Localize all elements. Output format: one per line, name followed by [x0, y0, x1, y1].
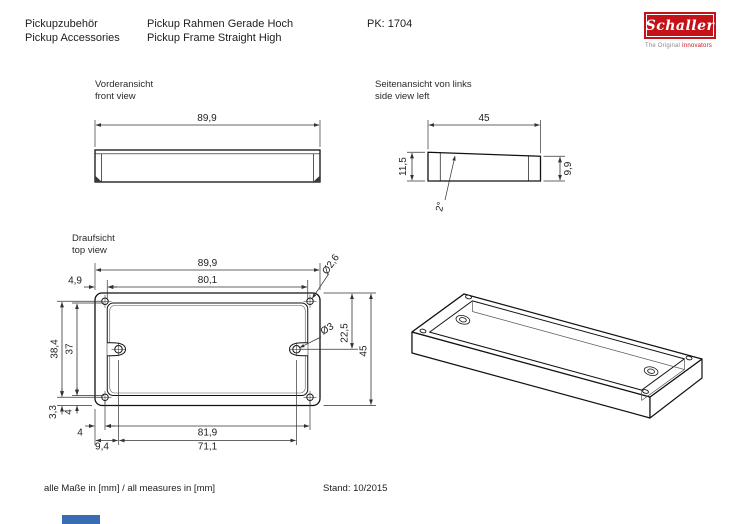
dim-corner-hole-spacing-h-text: 81,9: [198, 428, 218, 439]
dim-corner-hole-spacing-v-text: 38,4: [50, 339, 61, 359]
side-dim-height-left-text: 11,5: [398, 157, 409, 176]
category-en: Pickup Accessories: [25, 32, 120, 44]
category-de: Pickupzubehör: [25, 18, 98, 30]
dim-screw-hole-spacing-text: 71,1: [198, 442, 218, 453]
dim-opening-length-text: 80,1: [198, 275, 218, 286]
side-dim-angle-text: 2°: [434, 201, 447, 213]
corner-hole-dia-leader: [312, 273, 330, 299]
measures-note: alle Maße in [mm] / all measures in [mm]: [44, 483, 216, 494]
iso-cavity-walls: [472, 300, 686, 401]
dim-corner-hole-dia-text: Ø2,6: [320, 252, 342, 276]
front-foot-left: [95, 175, 102, 182]
front-view-drawing: 89,9: [94, 113, 321, 183]
side-dim-height-right-text: 9,9: [563, 161, 574, 175]
top-view-drawing: 89,9 80,1 4,9 Ø2,6 Ø3 22,5 45 38,4 3,3 3…: [48, 252, 376, 453]
dim-corner-hole-offset-bottom-text: 3,3: [48, 405, 59, 419]
top-view-label: Draufsicht top view: [72, 233, 115, 256]
logo-frame: Schaller: [646, 14, 714, 37]
title-de: Pickup Rahmen Gerade Hoch: [147, 18, 294, 30]
iso-opening: [429, 300, 685, 391]
front-part-outline: [94, 149, 321, 183]
dim-screw-hole-offset-text: 9,4: [95, 442, 109, 453]
dim-outer-length-text: 89,9: [198, 258, 218, 269]
dim-outer-depth-text: 45: [359, 345, 370, 357]
dim-opening-offset-text: 4,9: [68, 276, 82, 287]
side-extension-lines: [407, 120, 565, 182]
iso-corner-holes: [419, 294, 693, 394]
top-extension-lines: [57, 263, 376, 445]
side-angle-leader: [444, 155, 456, 201]
front-dim-length-text: 89,9: [197, 113, 217, 124]
isometric-view-drawing: [411, 293, 703, 419]
tagline-right: Innovators: [681, 43, 712, 49]
part-number: PK: 1704: [367, 18, 413, 30]
dim-half-depth-text: 22,5: [340, 323, 351, 343]
tagline-left: The Original: [645, 43, 681, 49]
logo-tagline: The Original Innovators: [645, 43, 712, 49]
front-foot-right: [313, 175, 320, 182]
front-view-label: Vorderansicht front view: [95, 79, 154, 102]
schaller-logo: Schaller: [644, 12, 716, 39]
dim-opening-offset-v-text: 4: [64, 409, 75, 415]
revision-date: Stand: 10/2015: [323, 483, 388, 494]
side-view-label: Seitenansicht von links side view left: [375, 79, 472, 102]
blue-bar: [62, 515, 100, 524]
header-category: Pickupzubehör Pickup Accessories: [25, 17, 120, 45]
dim-opening-depth-text: 37: [65, 343, 76, 355]
iso-screw-tabs: [455, 314, 659, 377]
side-view-drawing: 45 11,5 9,9 2°: [398, 113, 574, 213]
front-extension-lines: [94, 120, 321, 147]
header-title: Pickup Rahmen Gerade Hoch Pickup Frame S…: [147, 17, 293, 45]
side-part-outline: [427, 151, 542, 182]
dim-screw-hole-dia-text: Ø3: [319, 321, 337, 338]
title-en: Pickup Frame Straight High: [147, 32, 282, 44]
logo-wordmark: Schaller: [645, 17, 715, 34]
side-dim-depth-text: 45: [478, 113, 490, 124]
screw-hole-dia-leader: [299, 336, 322, 348]
dim-corner-hole-offset-side-text: 4: [77, 428, 83, 439]
top-part-outline: [94, 292, 321, 407]
